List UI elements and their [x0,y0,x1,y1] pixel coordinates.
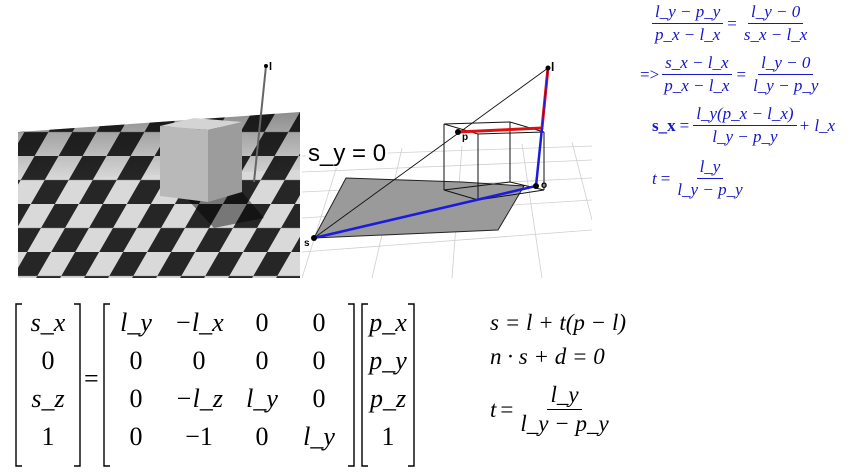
svg-text:l: l [269,61,272,73]
ray-equation: s = l + t(p − l) [490,310,627,335]
point-o [533,183,539,189]
matrix-equation: s_x 0 s_z 1 = l_y −l_x 0 0 0 0 0 0 0 −l_… [0,304,440,464]
projection-diagram [302,65,592,278]
point-l [545,65,551,71]
light-point [264,64,268,68]
label-s: s [304,238,310,249]
equals-sign: = [84,364,99,393]
plane-equation: n · s + d = 0 [490,344,605,369]
light-pole [253,65,267,183]
lhs-vector: s_x 0 s_z 1 [30,308,66,451]
point-s [311,235,317,241]
cube-top [160,118,242,130]
transform-matrix: l_y −l_x 0 0 0 0 0 0 0 −l_z l_y 0 0 −1 0… [120,308,335,451]
ray-s-to-l [313,67,549,239]
rhs-vector: p_x p_y p_z 1 [369,308,407,451]
sy-equals-zero-label: s_y = 0 [306,140,389,168]
cube-front [160,126,208,202]
cube-shadow-region [313,177,525,239]
label-l: l [551,60,555,74]
checkerboard-scene: l [18,61,300,278]
matrix-brackets [15,303,415,467]
point-p [455,129,461,135]
cube-side [208,122,242,202]
label-p: p [462,132,469,143]
equation-sx: s_x = l_y(p_x − l_x)l_y − p_y + l_x [652,104,836,146]
label-o: o [541,180,548,191]
